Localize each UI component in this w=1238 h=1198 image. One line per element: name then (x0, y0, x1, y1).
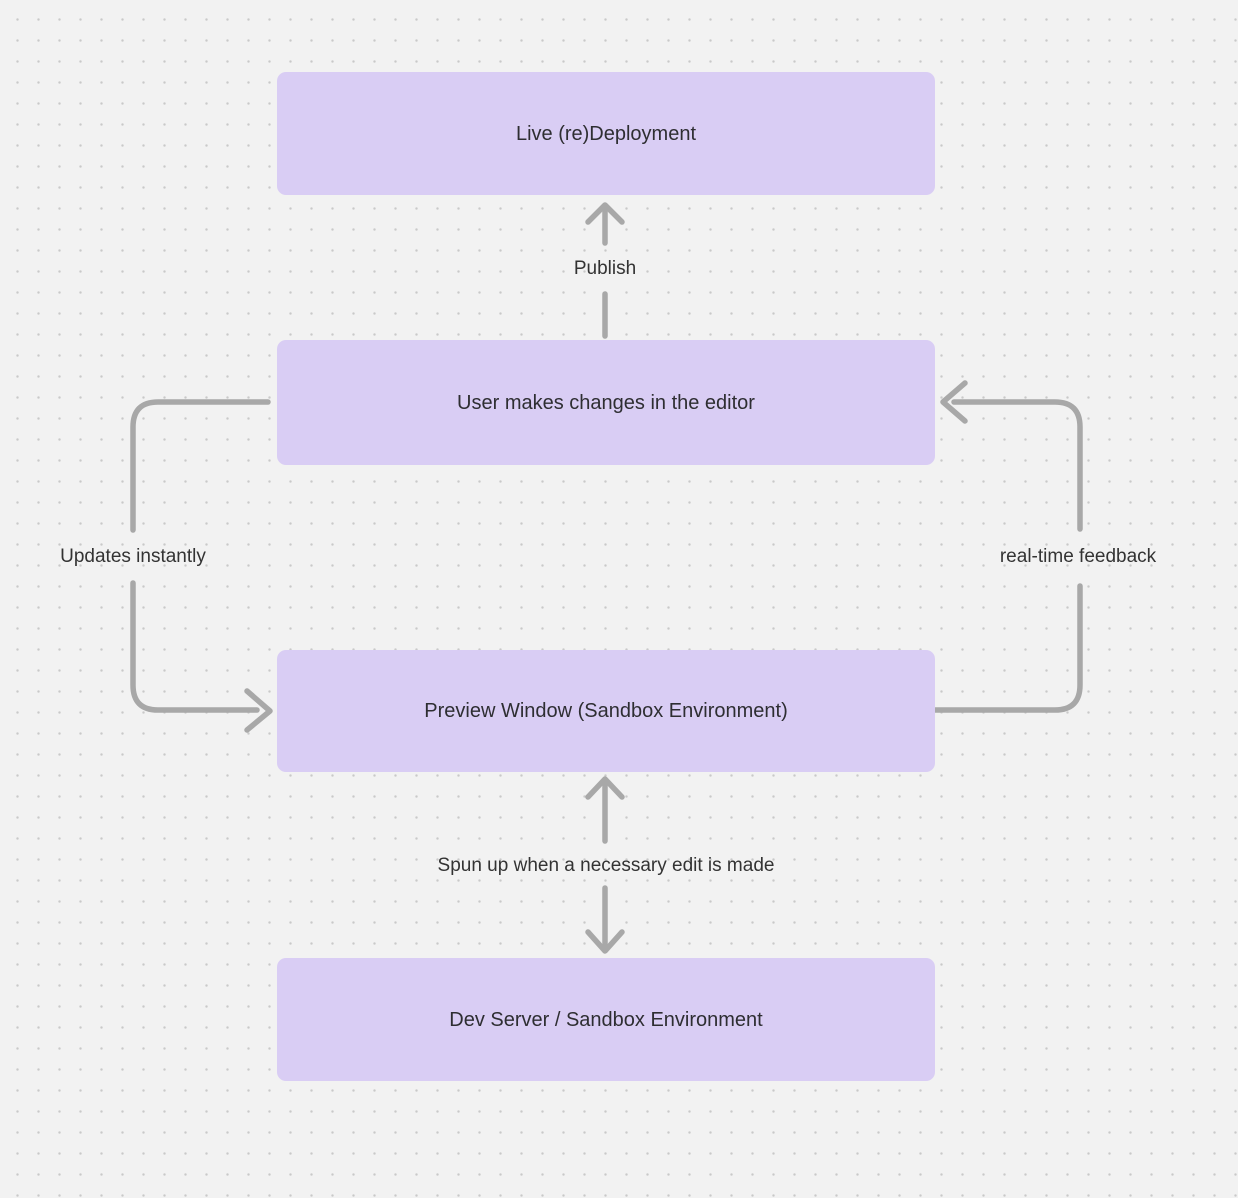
node-label: Preview Window (Sandbox Environment) (424, 700, 788, 722)
edge-label-publish: Publish (573, 258, 637, 279)
node-dev-server[interactable]: Dev Server / Sandbox Environment (277, 958, 935, 1081)
node-label: Live (re)Deployment (515, 122, 697, 145)
node-preview-window[interactable]: Preview Window (Sandbox Environment) (277, 650, 935, 772)
edge-label-spun-up: Spun up when a necessary edit is made (437, 855, 775, 876)
edge-label-real-time-feedback: real-time feedback (999, 546, 1157, 567)
node-user-editor[interactable]: User makes changes in the editor (277, 340, 935, 465)
edge-label-updates-instantly: Updates instantly (60, 546, 206, 567)
node-label: Dev Server / Sandbox Environment (449, 1008, 763, 1031)
node-label: User makes changes in the editor (457, 391, 755, 414)
node-live-redeployment[interactable]: Live (re)Deployment (277, 72, 935, 195)
